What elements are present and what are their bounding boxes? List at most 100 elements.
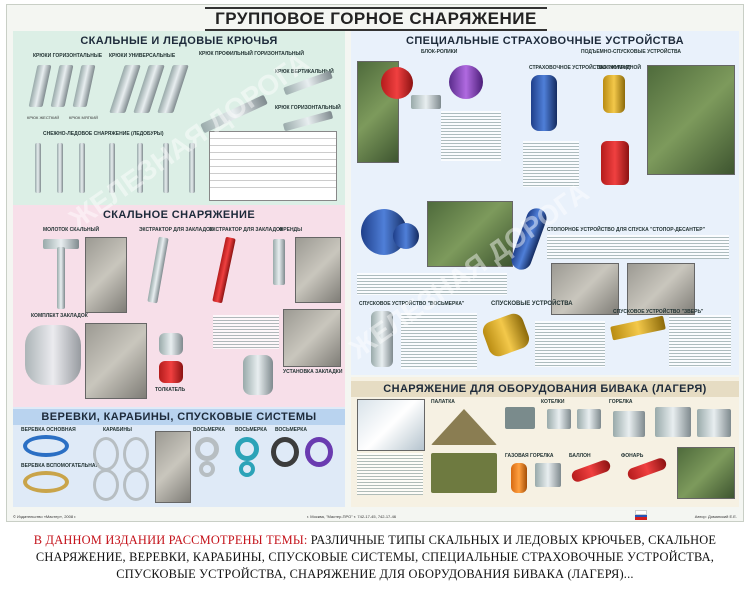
chest-clamp-icon — [603, 75, 625, 113]
pot-icon — [577, 409, 601, 429]
label-nuts-set: КОМПЛЕКТ ЗАКЛАДОК — [31, 313, 88, 319]
pot-icon — [505, 407, 535, 429]
figure-eight-purple-icon — [305, 437, 333, 467]
poster: ГРУППОВОЕ ГОРНОЕ СНАРЯЖЕНИЕ СКАЛЬНЫЕ И Л… — [6, 4, 744, 522]
spec-table — [209, 131, 337, 201]
label-extractor: ЭКСТРАКТОР ДЛЯ ЗАКЛАДОК — [139, 227, 213, 233]
text-rescue — [357, 273, 507, 295]
hammer-handle-icon — [57, 247, 65, 309]
section-title-rock: СКАЛЬНОЕ СНАРЯЖЕНИЕ — [102, 209, 256, 221]
pot-set-icon — [655, 407, 691, 437]
carabiner-icon — [93, 469, 119, 501]
label-hard-hook: КРЮК ЖЕСТКИЙ — [27, 115, 60, 120]
label-horizontal-hooks: КРЮКИ ГОРИЗОНТАЛЬНЫЕ — [33, 53, 103, 59]
figure-eight-blue-icon — [235, 437, 259, 461]
horizontal-hook-icon — [282, 110, 334, 132]
photo-bivouac-cooking — [677, 447, 735, 499]
tent-icon — [431, 409, 497, 445]
hook-icon — [28, 65, 52, 107]
lantern-icon — [626, 456, 668, 482]
text-descender-2 — [535, 321, 605, 367]
photo-stopper-1 — [551, 263, 619, 315]
extractor-icon — [147, 236, 169, 304]
label-rope-main: ВЕРЕВКА ОСНОВНАЯ — [21, 427, 76, 433]
label-grab: ПОДЪЕМНО-СПУСКОВЫЕ УСТРОЙСТВА — [581, 49, 682, 55]
ascender-blue-icon — [531, 75, 557, 131]
label-cylinder: БАЛЛОН — [569, 453, 591, 459]
descender-gold-icon — [480, 310, 532, 360]
ice-screw-icon — [35, 143, 41, 193]
label-fixed-nut: УСТАНОВКА ЗАКЛАДКИ — [283, 369, 343, 375]
hammer-head-icon — [43, 239, 79, 249]
label-burner: ГОРЕЛКА — [609, 399, 633, 405]
text-stopper — [547, 235, 729, 259]
rope-coil-blue-icon — [23, 435, 69, 457]
nuts-set-icon — [25, 325, 81, 385]
photo-friend-placement — [295, 237, 341, 303]
section-title-bivouac: СНАРЯЖЕНИЕ ДЛЯ ОБОРУДОВАНИЯ БИВАКА (ЛАГЕ… — [351, 381, 739, 397]
label-eight-3: ВОСЬМЕРКА — [275, 427, 307, 433]
label-lantern: ФОНАРЬ — [621, 453, 644, 459]
hook-icon — [72, 65, 96, 107]
friend-icon — [273, 239, 285, 285]
nut-red-icon — [159, 361, 183, 383]
footer-right: Автор: Доманский Е.Е. — [694, 514, 737, 519]
label-zhumar: СТРАХОВОЧНОЕ УСТРОЙСТВО "ЖУМАР" — [529, 65, 632, 71]
russian-flag-icon — [635, 510, 647, 520]
profile-hook-icon — [200, 94, 268, 134]
label-vertical-hook: КРЮК ВЕРТИКАЛЬНЫЙ — [275, 69, 334, 75]
photo-rescuer — [647, 65, 735, 175]
fuel-bottle-icon — [570, 458, 612, 484]
label-eight-1: ВОСЬМЕРКА — [193, 427, 225, 433]
label-pots: КОТЕЛКИ — [541, 399, 565, 405]
carabiner-icon — [93, 437, 119, 471]
label-chest-clamp: ЗАЖИМ ГРУДНОЙ — [597, 65, 642, 71]
section-title-hooks: СКАЛЬНЫЕ И ЛЕДОВЫЕ КРЮЧЬЯ — [80, 35, 278, 47]
footer-middle: г. Москва, "Мастер-ПРО" т. 742-17-45, 74… — [307, 514, 397, 519]
label-eight-descender: СПУСКОВОЕ УСТРОЙСТВО "ВОСЬМЕРКА" — [359, 301, 465, 307]
burner-icon — [613, 411, 645, 437]
rope-coil-yellow-icon — [23, 471, 69, 493]
section-title-special: СПЕЦИАЛЬНЫЕ СТРАХОВОЧНЫЕ УСТРОЙСТВА — [406, 35, 684, 47]
label-rock-hammer: МОЛОТОК СКАЛЬНЫЙ — [43, 227, 100, 233]
text-descender — [401, 313, 477, 369]
label-soft-hook: КРЮК МЯГКИЙ — [69, 115, 98, 120]
pulley-purple-icon — [449, 65, 483, 99]
label-cross-descender: СПУСКОВОЕ УСТРОЙСТВО "ЗВЕРЬ" — [613, 309, 704, 315]
photo-camp-snow — [357, 399, 425, 451]
pulley-red-icon — [381, 67, 413, 99]
carabiner-icon — [123, 469, 149, 501]
photo-rescue-scene — [427, 201, 513, 267]
section-hooks: СКАЛЬНЫЕ И ЛЕДОВЫЕ КРЮЧЬЯ КРЮКИ ГОРИЗОНТ… — [13, 31, 345, 205]
poster-title: ГРУППОВОЕ ГОРНОЕ СНАРЯЖЕНИЕ — [7, 7, 743, 31]
label-eight-2: ВОСЬМЕРКА — [235, 427, 267, 433]
figure-eight-icon — [195, 437, 219, 461]
label-universal-hooks: КРЮКИ УНИВЕРСАЛЬНЫЕ — [109, 53, 176, 59]
photo-rappel — [155, 431, 191, 503]
label-extractor-2: ЭКСТРАКТОР ДЛЯ ЗАКЛАДОК — [209, 227, 283, 233]
section-bivouac: СНАРЯЖЕНИЕ ДЛЯ ОБОРУДОВАНИЯ БИВАКА (ЛАГЕ… — [351, 377, 739, 507]
section-special: СПЕЦИАЛЬНЫЕ СТРАХОВОЧНЫЕ УСТРОЙСТВА БЛОК… — [351, 31, 739, 375]
label-blocks: БЛОК-РОЛИКИ — [421, 49, 458, 55]
section-ropes: ВЕРЕВКИ, КАРАБИНЫ, СПУСКОВЫЕ СИСТЕМЫ ВЕР… — [13, 407, 345, 507]
stove-icon — [535, 463, 561, 487]
label-friends: ФРЕНДЫ — [279, 227, 303, 233]
descender-bar-icon — [610, 315, 666, 341]
pulley-metal-icon — [411, 95, 441, 109]
text-zhumar — [523, 141, 579, 187]
text-description — [213, 315, 279, 349]
pot-icon — [547, 409, 571, 429]
photo-nuts-placement — [85, 323, 147, 399]
label-pusher: ТОЛКАТЕЛЬ — [155, 387, 186, 393]
figure-eight-icon — [199, 461, 215, 477]
rack-descender-icon — [371, 311, 393, 367]
gas-cartridge-icon — [511, 463, 527, 493]
stopper-icon — [508, 205, 550, 273]
figure-eight-blue-icon — [239, 461, 255, 477]
extractor-red-icon — [212, 236, 236, 304]
ice-screw-icon — [57, 143, 63, 193]
pulley-blue-small-icon — [393, 223, 419, 249]
label-rope-aux: ВЕРЕВКА ВСПОМОГАТЕЛЬНАЯ — [21, 463, 100, 469]
caption-body: РАЗЛИЧНЫЕ ТИПЫ СКАЛЬНЫХ И ЛЕДОВЫХ КРЮЧЬЕ… — [35, 533, 717, 581]
pot-set-icon — [697, 409, 731, 437]
